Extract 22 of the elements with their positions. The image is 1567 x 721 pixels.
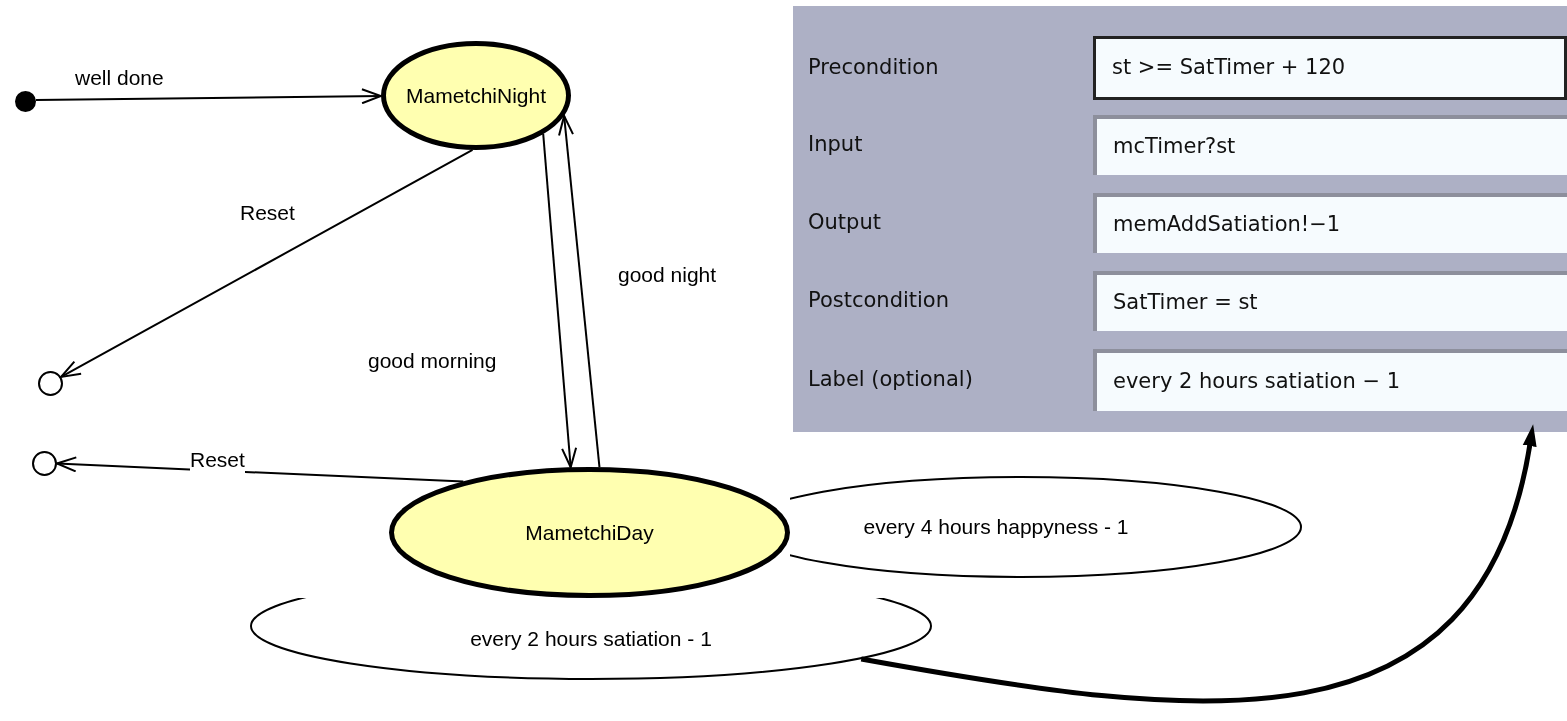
text-field: st >= SatTimer + 120 [1093,36,1567,100]
text-field: every 2 hours satiation − 1 [1093,349,1567,411]
state-name: every 2 hours satiation - 1 [470,626,712,653]
transition-arrow [558,114,601,469]
text-field: mcTimer?st [1093,115,1567,175]
state-ellipse [389,467,790,598]
field-label: Input [808,131,863,159]
field-label: Postcondition [808,287,950,315]
properties-panel [793,6,1567,432]
state-name: MametchiNight [405,82,547,109]
transition-arrow [60,148,474,378]
state-ellipse [381,41,571,150]
state-name: MametchiDay [525,519,654,546]
text-field: memAddSatiation!−1 [1093,193,1567,253]
field-label: Label (optional) [808,366,973,394]
transition-arrow [860,424,1537,703]
field-label: Precondition [808,54,939,82]
state-name: every 4 hours happyness - 1 [863,514,1129,541]
transition-arrow [34,88,382,105]
text-field: SatTimer = st [1093,271,1567,331]
field-label: Output [808,209,881,237]
transition-arrow [542,133,578,469]
